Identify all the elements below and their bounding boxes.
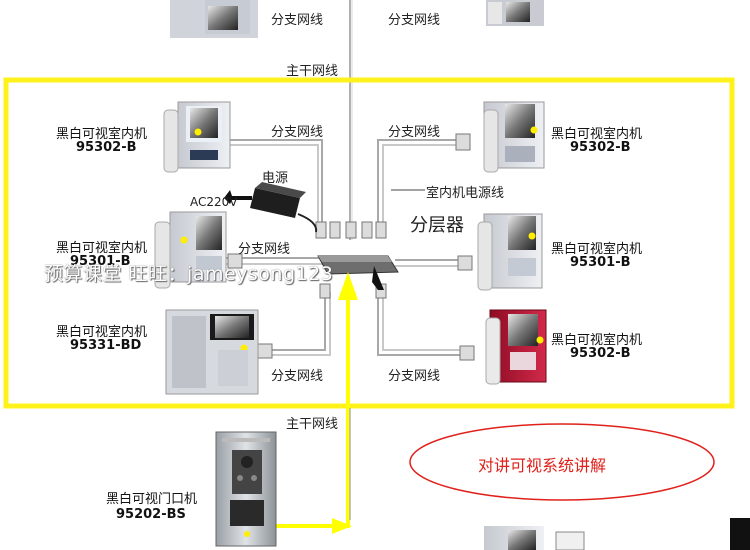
trunk-arrow-right: [332, 518, 352, 534]
branch-label-left-top: 分支网线: [271, 125, 324, 140]
unit-left-top-name: 黑白可视室内机: [56, 127, 148, 142]
door-station: [215, 431, 277, 547]
unit-left-top-code: 95302-B: [76, 140, 137, 155]
branch-label-right-top: 分支网线: [388, 125, 441, 140]
unit-right-bot-name: 黑白可视室内机: [551, 333, 643, 348]
top-right-partial-unit: [486, 0, 544, 26]
callout-text: 对讲可视系统讲解: [478, 456, 607, 475]
indoor-unit-right-bot: [485, 309, 547, 385]
unit-right-top-code: 95302-B: [570, 140, 631, 155]
unit-right-bot-code: 95302-B: [570, 346, 631, 361]
unit-left-bot-name: 黑白可视室内机: [56, 325, 148, 340]
unit-left-mid-name: 黑白可视室内机: [56, 241, 148, 256]
splitter-box: [317, 255, 399, 290]
splitter-label: 分层器: [410, 215, 464, 236]
power-label: 电源: [262, 171, 289, 186]
watermark-text: 预算课堂 旺旺：jameysong123: [44, 263, 334, 285]
branch-label-top-right: 分支网线: [388, 13, 441, 28]
trunk-highlight: [270, 298, 350, 528]
branch-label-top-left: 分支网线: [271, 13, 324, 28]
indoor-unit-left-top: [163, 101, 231, 173]
unit-right-mid-code: 95301-B: [570, 255, 631, 270]
unit-right-top-name: 黑白可视室内机: [551, 127, 643, 142]
door-station-code: 95202-BS: [116, 507, 186, 522]
trunk-label-bottom: 主干网线: [286, 417, 339, 432]
indoor-power-line-label: 室内机电源线: [426, 186, 505, 201]
bottom-right-partial-unit: [484, 518, 750, 550]
branch-label-left-bot: 分支网线: [271, 369, 324, 384]
unit-left-bot-code: 95331-BD: [70, 338, 142, 353]
door-station-name: 黑白可视门口机: [106, 492, 198, 507]
trunk-label-top: 主干网线: [286, 64, 339, 79]
ac-voltage-label: AC220V: [190, 195, 238, 209]
branch-label-left-mid: 分支网线: [238, 242, 291, 257]
indoor-unit-right-top: [483, 101, 545, 173]
unit-right-mid-name: 黑白可视室内机: [551, 242, 643, 257]
callout-ellipse: [409, 423, 715, 501]
indoor-unit-left-bot: [165, 309, 259, 395]
branch-label-right-bot: 分支网线: [388, 369, 441, 384]
indoor-unit-right-mid: [477, 213, 543, 291]
floor-frame: [3, 77, 735, 409]
indoor-unit-left-mid: [154, 211, 227, 289]
unit-left-mid-code: 95301-B: [70, 254, 131, 269]
top-left-partial-unit: [170, 0, 258, 38]
power-adapter: [224, 182, 318, 233]
trunk-arrow-up: [338, 272, 358, 300]
